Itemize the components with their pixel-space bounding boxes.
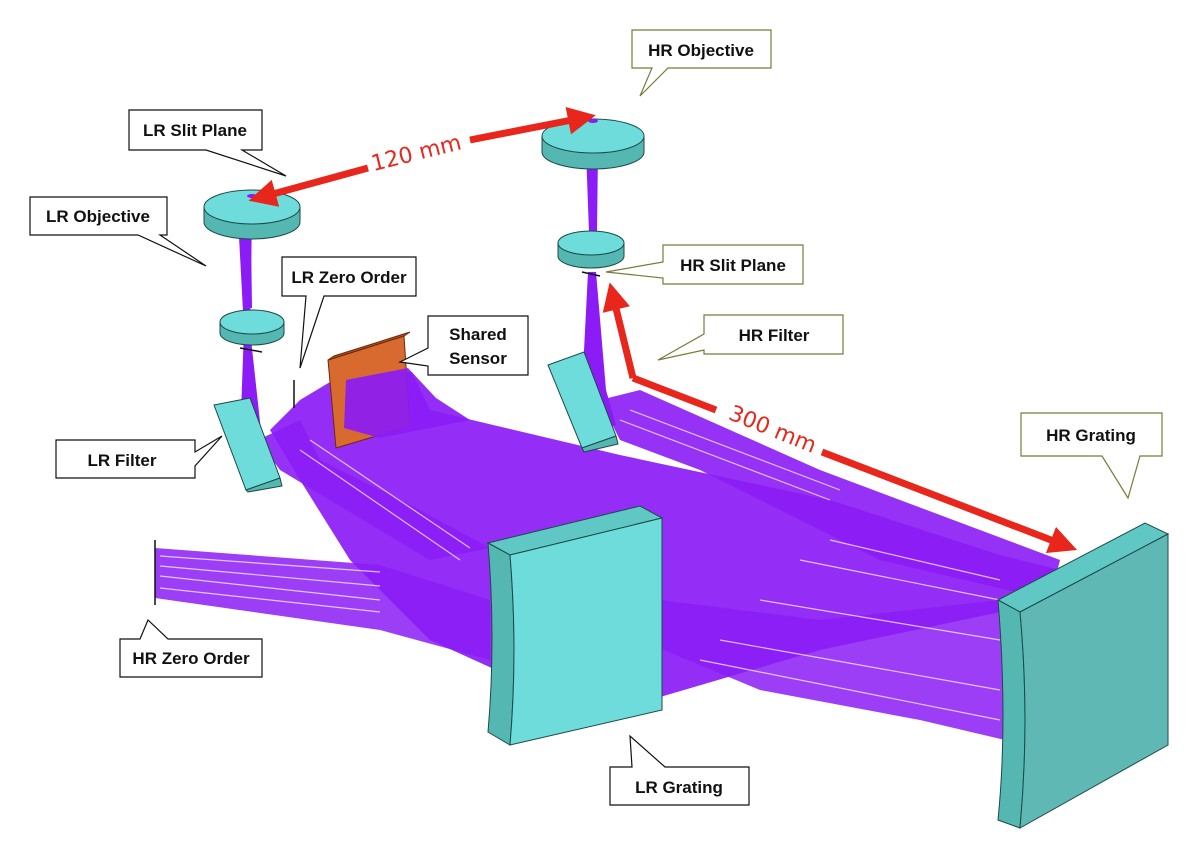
callout-shared-sensor-line1: Shared [449,325,507,344]
sensor-beam-overlay [344,368,470,438]
callout-lr-slit-plane: LR Slit Plane [128,109,287,177]
callout-shared-sensor-line2: Sensor [449,349,507,368]
callout-hr-objective: HR Objective [631,29,772,97]
hr-objective-lens [541,118,645,170]
callout-lr-zero-order-label: LR Zero Order [291,268,407,287]
ray-streaks [159,409,1001,721]
callout-lr-zero-order: LR Zero Order [281,256,417,369]
callout-lr-filter: LR Filter [55,435,223,479]
lr-objective-beam [243,238,252,308]
hr-collimator-lens [557,230,625,269]
callout-lr-grating: LR Grating [609,734,750,806]
hr-filter [547,351,619,453]
callout-hr-zero-order-label: HR Zero Order [132,649,250,668]
callout-hr-objective-label: HR Objective [648,41,754,60]
hr-zero-order-beam [155,548,490,660]
lr-filter [213,397,283,493]
callout-lr-objective: LR Objective [29,196,207,267]
callout-hr-filter-label: HR Filter [739,326,810,345]
dimension-120mm: 120 mm [248,106,596,207]
callout-hr-zero-order: HR Zero Order [119,618,263,678]
callout-hr-slit-plane: HR Slit Plane [605,244,804,285]
lr-objective-lens [203,189,301,240]
lr-slit-marker [239,347,263,353]
hr-grating-return-beam [640,600,1005,740]
callout-hr-grating: HR Grating [1020,412,1163,500]
callout-lr-slit-plane-label: LR Slit Plane [143,121,247,140]
hr-slit-marker [581,271,601,277]
callout-lr-objective-label: LR Objective [46,207,150,226]
dimension-120mm-label: 120 mm [369,130,464,176]
hr-objective-beam [586,150,598,232]
callout-lr-grating-label: LR Grating [635,778,723,797]
callout-lr-filter-label: LR Filter [88,451,157,470]
callout-shared-sensor: Shared Sensor [398,315,529,376]
lr-grating [486,505,664,746]
hr-grating [996,522,1170,829]
callout-hr-slit-plane-label: HR Slit Plane [680,256,786,275]
lr-collimator-lens [219,309,285,346]
callout-hr-filter: HR Filter [657,314,844,361]
callout-hr-grating-label: HR Grating [1046,426,1136,445]
